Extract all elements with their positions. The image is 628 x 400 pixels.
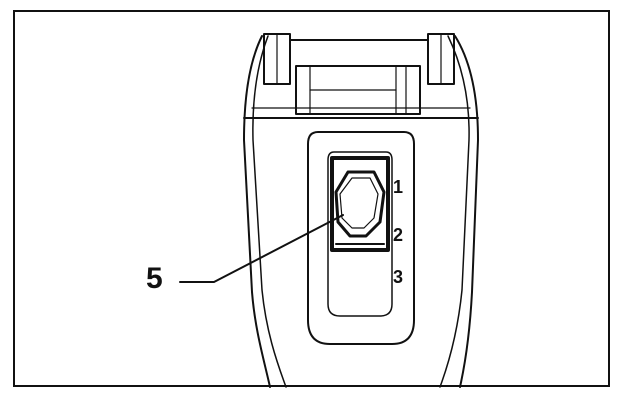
cross-bar [295,65,421,115]
housing-outline-right [454,35,479,388]
slider-frame [330,156,390,252]
position-label-1: 1 [393,177,404,197]
switch-recess-inner [327,151,393,317]
switch-recess-outer [307,131,415,345]
housing-outline [243,35,271,388]
figure-frame [13,10,610,387]
housing-inner-right [439,35,470,388]
slider-knob-inner [339,177,379,229]
housing-inner-left [252,35,287,388]
callout-label: 5 [146,262,163,295]
position-label-3: 3 [393,267,404,287]
callout-leader [179,214,344,283]
slider-knob [334,170,386,238]
position-label-2: 2 [393,225,404,245]
